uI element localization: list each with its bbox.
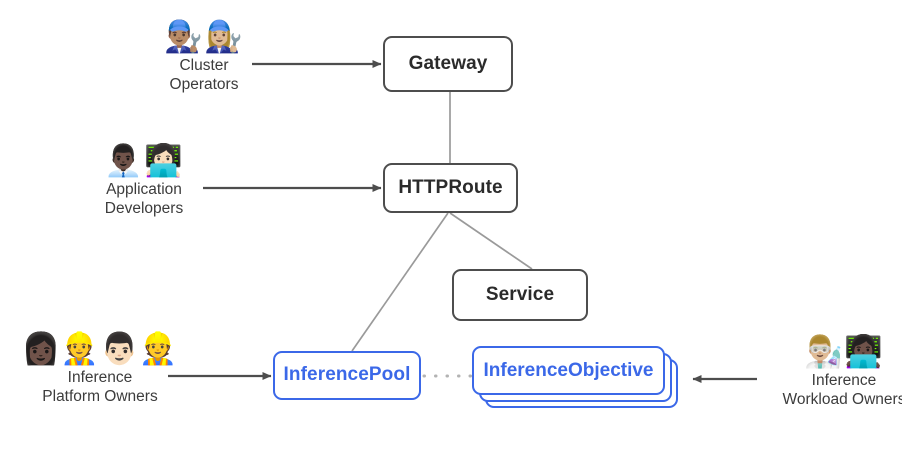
actor-inference-workload-owners: 👨🏼‍🔬👩🏿‍💻 Inference Workload Owners: [764, 334, 902, 410]
actor-cluster-operators: 👨🏽‍🔧👩🏼‍🔧 Cluster Operators: [145, 19, 263, 95]
actor-inference-platform-owners-line2: Platform Owners: [42, 387, 158, 405]
actor-cluster-operators-line2: Operators: [169, 75, 239, 93]
node-service-label: Service: [485, 283, 555, 305]
actor-inference-platform-owners-label: Inference Platform Owners: [42, 368, 157, 407]
actor-application-developers-line2: Developers: [104, 199, 184, 217]
office-worker-technologist-pair-icon: 👨🏿‍💼👩🏻‍💻: [104, 143, 184, 178]
actor-inference-workload-owners-line2: Workload Owners: [782, 390, 902, 408]
actor-application-developers-label: Application Developers: [105, 180, 183, 219]
actor-application-developers-line1: Application: [106, 180, 182, 198]
connector-httproute-inferencepool: [351, 212, 449, 352]
node-inferenceobjective[interactable]: InferenceObjective: [472, 346, 665, 395]
actor-cluster-operators-line1: Cluster: [179, 56, 229, 74]
mechanic-pair-icon: 👨🏽‍🔧👩🏼‍🔧: [164, 19, 244, 54]
node-httproute[interactable]: HTTPRoute: [383, 163, 518, 213]
actor-application-developers: 👨🏿‍💼👩🏻‍💻 Application Developers: [76, 143, 212, 219]
node-service[interactable]: Service: [452, 269, 588, 321]
node-httproute-label: HTTPRoute: [398, 176, 503, 198]
actor-inference-platform-owners-line1: Inference: [67, 368, 133, 386]
node-inferencepool-label: InferencePool: [283, 364, 411, 386]
actor-inference-workload-owners-line1: Inference: [811, 371, 877, 389]
node-inferenceobjective-stack[interactable]: InferenceObjective: [472, 346, 678, 408]
actor-cluster-operators-label: Cluster Operators: [170, 56, 239, 95]
scientist-technologist-pair-icon: 👨🏼‍🔬👩🏿‍💻: [804, 334, 884, 369]
construction-worker-pair-icon: 👩🏿‍👷👨🏻‍👷: [21, 331, 179, 366]
connector-httproute-service: [449, 212, 533, 270]
actor-inference-platform-owners: 👩🏿‍👷👨🏻‍👷 Inference Platform Owners: [21, 331, 179, 407]
node-inferenceobjective-label: InferenceObjective: [483, 359, 654, 381]
node-gateway-label: Gateway: [408, 52, 488, 74]
node-inferencepool[interactable]: InferencePool: [273, 351, 421, 400]
actor-inference-workload-owners-label: Inference Workload Owners: [783, 371, 902, 410]
node-gateway[interactable]: Gateway: [383, 36, 513, 92]
